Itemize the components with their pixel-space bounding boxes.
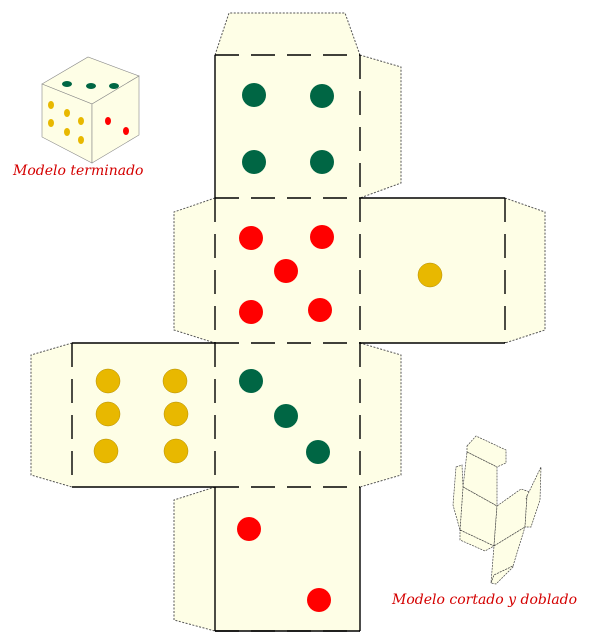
pip (163, 401, 189, 427)
face-five-pips (239, 225, 334, 324)
pip (310, 84, 334, 108)
pip (237, 517, 261, 541)
face-three-pips (239, 369, 330, 464)
face-four-pips (242, 83, 334, 174)
folded-model-illustration (452, 435, 542, 585)
pip (239, 300, 263, 324)
pip (163, 438, 189, 464)
pip (310, 225, 334, 249)
caption-cut-folded-model: Modelo cortado y doblado (392, 592, 578, 608)
pip (95, 368, 121, 394)
pip (307, 588, 331, 612)
glue-tabs (30, 12, 546, 632)
pip (306, 440, 330, 464)
pip (239, 226, 263, 250)
face-two-pips (237, 517, 331, 612)
dice-net (30, 12, 546, 632)
pip (93, 438, 119, 464)
pip (308, 298, 332, 322)
face-one-pips (417, 262, 443, 288)
pip (274, 404, 298, 428)
pip (417, 262, 443, 288)
pip (162, 368, 188, 394)
pip (239, 369, 263, 393)
pip (310, 150, 334, 174)
pip (242, 150, 266, 174)
face-six-pips (93, 368, 189, 464)
finished-die-illustration (41, 56, 140, 164)
pip (95, 401, 121, 427)
pip (242, 83, 266, 107)
pip (274, 259, 298, 283)
caption-finished-model: Modelo terminado (13, 163, 144, 179)
fold-lines (71, 54, 506, 632)
